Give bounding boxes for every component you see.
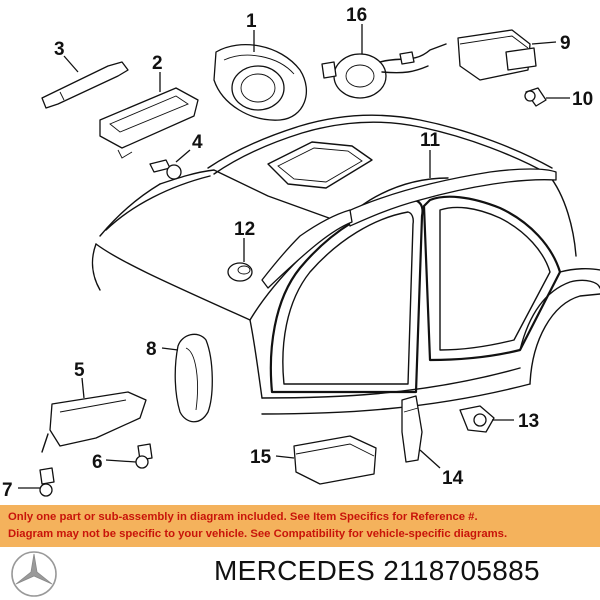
part-16-clock-spring [321,43,447,99]
disclaimer-line-1: Only one part or sub-assembly in diagram… [8,511,478,523]
part-5-bracket [41,391,147,453]
callout-5: 5 [74,360,85,381]
part-number-label: MERCEDES 2118705885 [214,555,540,587]
mercedes-star-icon [11,551,57,597]
part-2-knee-airbag [99,87,199,159]
part-15-control-unit [293,435,377,485]
callout-3: 3 [54,39,65,60]
part-11-curtain-airbag [261,168,557,289]
part-8-side-airbag [174,333,213,423]
callout-leaders [18,24,570,489]
brand-name: MERCEDES [214,555,376,586]
callout-13: 13 [518,411,539,432]
callout-12: 12 [234,219,255,240]
callout-9: 9 [560,33,571,54]
part-6-bolt [135,443,153,469]
part-4-bolt [149,159,182,180]
part-7-bolt [39,467,55,497]
part-14-sensor [401,395,423,463]
part-3-bracket [41,61,129,109]
callout-2: 2 [152,53,163,74]
callout-7: 7 [2,480,13,501]
disclaimer-line-2: Diagram may not be specific to your vehi… [8,528,508,540]
part-1-driver-airbag [213,44,308,121]
callout-10: 10 [572,89,593,110]
callout-8: 8 [146,339,157,360]
part-9-sensor-module [457,29,537,81]
callout-15: 15 [250,447,272,468]
callout-6: 6 [92,452,103,473]
callout-16: 16 [346,5,367,26]
callout-1: 1 [246,11,257,32]
parts-diagram: 1 2 3 4 5 6 7 8 9 10 11 12 13 14 15 16 [2,5,600,501]
part-10-clip [524,87,547,107]
callout-4: 4 [192,132,203,153]
callout-11: 11 [420,130,441,151]
part-13-sensor [459,405,495,433]
footer [0,547,600,600]
disclaimer-banner: Only one part or sub-assembly in diagram… [0,505,600,547]
car-body [91,114,600,415]
callout-14: 14 [442,468,464,489]
part-12-sensor [227,262,253,282]
part-number: 2118705885 [383,555,540,586]
